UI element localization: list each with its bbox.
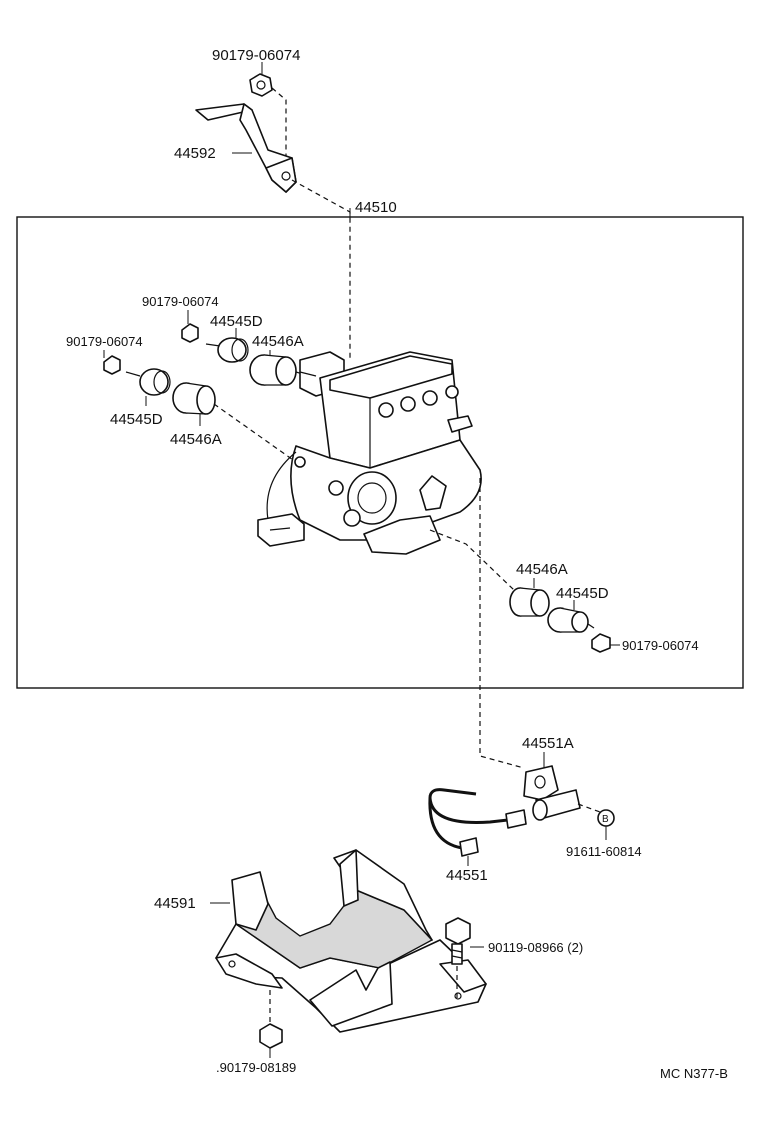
assembly-frame (16, 216, 744, 689)
cushion-a-right-icon (509, 587, 550, 617)
label-actuator-assy: 44510 (355, 199, 397, 216)
dashed-guide-right-cushion (429, 529, 515, 591)
nut-right-icon (591, 633, 611, 653)
bracket-top-icon (195, 103, 297, 193)
cushion-a-lower-icon (172, 382, 216, 415)
label-diagram-code: MC N377-B (660, 1066, 728, 1081)
stud-left-lower-icon (125, 368, 171, 396)
nut-bottom-icon (259, 1023, 283, 1049)
dashed-guide-pipe (479, 478, 525, 769)
pipe-icon (428, 788, 527, 857)
label-cushion-d-upper: 44545D (210, 313, 263, 330)
label-bolt: 90119-08966 (2) (488, 940, 583, 955)
nut-clamp-icon: B (597, 809, 615, 827)
label-cushion-a-lower: 44546A (170, 431, 222, 448)
clamp-icon (523, 765, 581, 821)
label-bracket-top: 44592 (174, 145, 216, 162)
label-nut-left-upper: 90179-06074 (142, 294, 219, 309)
label-bracket-bottom: 44591 (154, 895, 196, 912)
dashed-guide-top (271, 87, 287, 170)
nut-left-lower-icon (103, 355, 121, 375)
label-pipe: 44551 (446, 867, 488, 884)
label-nut-right: 90179-06074 (622, 638, 699, 653)
label-clamp: 44551A (522, 735, 574, 752)
nut-left-upper-icon (181, 323, 199, 343)
label-nut-bottom: .90179-08189 (216, 1060, 296, 1075)
label-cushion-d-lower: 44545D (110, 411, 163, 428)
cushion-a-upper-icon (249, 354, 297, 386)
dashed-guide-left-lower (213, 403, 297, 463)
nut-top-icon (249, 73, 273, 97)
abs-actuator-icon (257, 351, 482, 555)
svg-text:B: B (602, 814, 609, 825)
bracket-bottom-icon (215, 849, 487, 1033)
label-nut-clamp: 91611-60814 (566, 844, 642, 859)
label-cushion-d-right: 44545D (556, 585, 609, 602)
cushion-d-right-icon (547, 607, 595, 633)
label-nut-left-lower: 90179-06074 (66, 334, 143, 349)
label-cushion-a-upper: 44546A (252, 333, 304, 350)
label-nut-top: 90179-06074 (212, 47, 300, 64)
dashed-guide-clamp-nut (577, 803, 601, 813)
label-cushion-a-right: 44546A (516, 561, 568, 578)
bolt-icon (445, 917, 471, 965)
stud-left-upper-icon (205, 337, 249, 363)
